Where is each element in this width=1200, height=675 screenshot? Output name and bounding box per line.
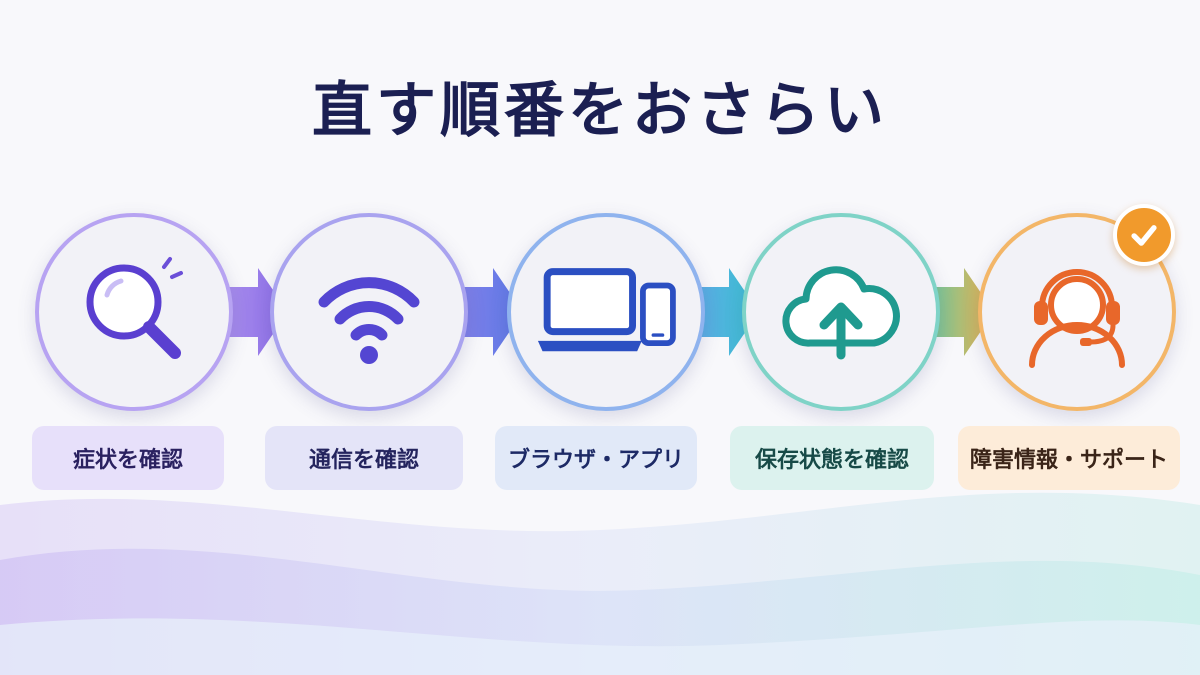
step-label-network: 通信を確認 (265, 426, 463, 490)
step-label-browser-app: ブラウザ・アプリ (495, 426, 697, 490)
page-title: 直す順番をおさらい (312, 76, 888, 146)
status-badge (1113, 204, 1175, 266)
check-icon (1131, 225, 1157, 246)
step-circle-save-status (742, 213, 940, 411)
headset-support-icon (1029, 269, 1125, 368)
step-label-support: 障害情報・サポート (958, 426, 1180, 490)
magnifier-icon (86, 257, 183, 359)
laptop-phone-icon (537, 268, 676, 352)
step-label-symptoms: 症状を確認 (32, 426, 224, 490)
cloud-upload-icon (782, 266, 900, 360)
step-circle-symptoms (35, 213, 233, 411)
step-label-save-status: 保存状態を確認 (730, 426, 934, 490)
step-circle-network (270, 213, 468, 411)
wifi-icon (318, 277, 420, 364)
step-circle-browser-app (507, 213, 705, 411)
